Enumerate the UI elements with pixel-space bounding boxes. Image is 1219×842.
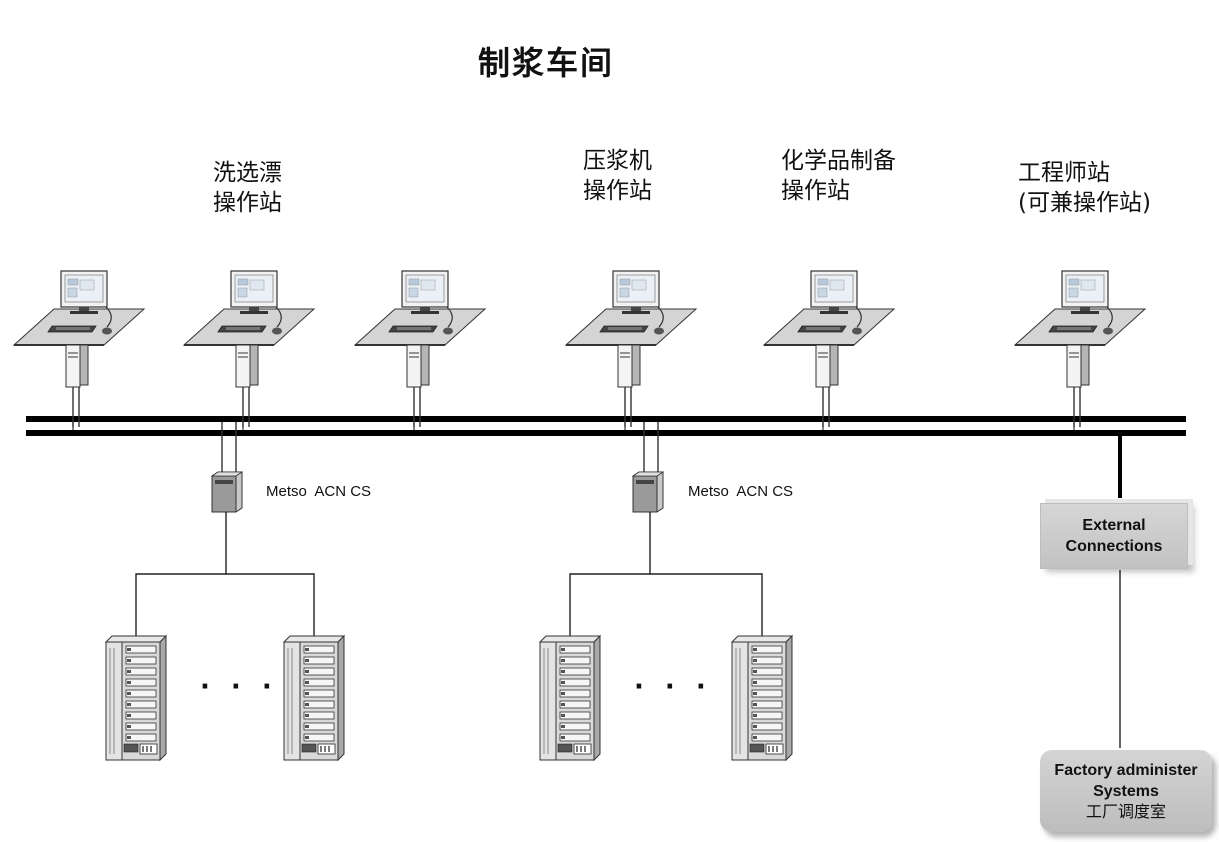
external-connections-box: External Connections	[1040, 503, 1188, 569]
workstation-icon	[565, 270, 697, 428]
factory-systems-title: Factory administer Systems	[1054, 761, 1198, 800]
station-label-engineer: 工程师站 (可兼操作站)	[1018, 160, 1151, 216]
workstation-icon	[183, 270, 315, 428]
io-cabinet-icon	[539, 635, 601, 761]
io-cabinet-icon	[105, 635, 167, 761]
workstation-icon	[763, 270, 895, 428]
factory-systems-subtitle: 工厂调度室	[1085, 803, 1166, 821]
page-title: 制浆车间	[478, 44, 615, 82]
station-label-washing: 洗选漂 操作站	[213, 160, 282, 216]
controller-label: Metso ACN CS	[688, 483, 794, 500]
ellipsis: · · ·	[200, 672, 278, 702]
workstation-icon	[13, 270, 145, 428]
station-label-press: 压浆机 操作站	[583, 148, 652, 204]
network-bus-lower	[26, 430, 1186, 436]
ellipsis: · · ·	[634, 672, 712, 702]
controller-icon	[211, 471, 243, 513]
controller-label: Metso ACN CS	[266, 483, 372, 500]
workstation-icon	[1014, 270, 1146, 428]
station-label-chemical: 化学品制备 操作站	[781, 148, 896, 204]
io-cabinet-icon	[283, 635, 345, 761]
network-bus-upper	[26, 416, 1186, 422]
io-cabinet-icon	[731, 635, 793, 761]
factory-systems-box: Factory administer Systems 工厂调度室	[1040, 750, 1212, 832]
controller-icon	[632, 471, 664, 513]
external-connections-label: External Connections	[1065, 517, 1163, 555]
workstation-icon	[354, 270, 486, 428]
